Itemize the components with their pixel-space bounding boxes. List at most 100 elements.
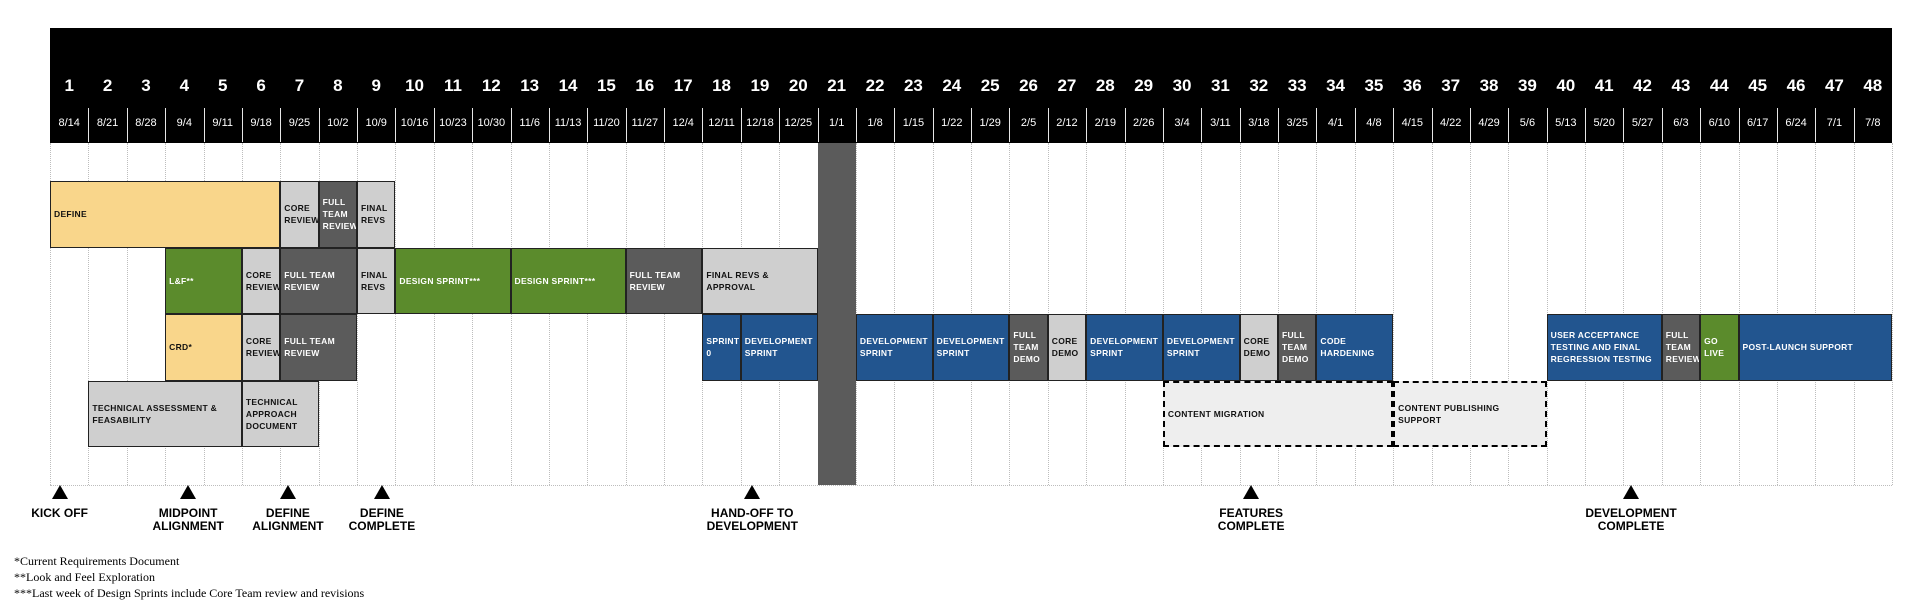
week-number: 9 bbox=[371, 76, 381, 95]
footnote: **Look and Feel Exploration bbox=[14, 570, 155, 584]
task-bar: CORE DEMO bbox=[1239, 314, 1278, 381]
week-number: 12 bbox=[481, 76, 501, 95]
task-label: FULL TEAM REVIEW bbox=[284, 336, 335, 359]
week-date-divider bbox=[1086, 108, 1088, 142]
week-date: 3/18 bbox=[1248, 117, 1270, 129]
week-date: 12/4 bbox=[672, 117, 694, 129]
task-bar: SPRINT 0 bbox=[702, 314, 741, 381]
week-date-divider bbox=[433, 108, 435, 142]
gridline bbox=[1508, 143, 1510, 485]
week-date-divider bbox=[894, 108, 896, 142]
week-number: 39 bbox=[1517, 76, 1537, 95]
week-date: 11/6 bbox=[519, 117, 540, 129]
week-number: 13 bbox=[520, 76, 540, 95]
milestone-label: HAND-OFF TO DEVELOPMENT bbox=[706, 506, 798, 533]
week-number: 45 bbox=[1748, 76, 1768, 95]
task-bar: CORE REVIEW bbox=[241, 314, 281, 381]
milestone-label: MIDPOINT ALIGNMENT bbox=[152, 506, 224, 533]
week-date: 5/27 bbox=[1631, 117, 1654, 129]
week-number: 40 bbox=[1556, 76, 1576, 95]
task-bar: GO LIVE bbox=[1700, 314, 1739, 381]
task-label: CODE HARDENING bbox=[1320, 336, 1375, 359]
week-date: 3/4 bbox=[1174, 117, 1190, 129]
week-number: 23 bbox=[903, 76, 923, 95]
week-number: 10 bbox=[405, 76, 425, 95]
week-date: 1/22 bbox=[941, 117, 963, 129]
task-label: CONTENT PUBLISHING SUPPORT bbox=[1398, 402, 1500, 425]
week-number: 28 bbox=[1095, 76, 1115, 95]
task-bar: L&F** bbox=[165, 247, 242, 314]
week-date-divider bbox=[1661, 108, 1663, 142]
task-label: CORE DEMO bbox=[1051, 336, 1079, 359]
week-date-divider bbox=[1354, 108, 1356, 142]
week-date: 7/8 bbox=[1865, 117, 1881, 129]
task-bar: FULL TEAM DEMO bbox=[1009, 314, 1048, 381]
week-date-divider bbox=[1162, 108, 1164, 142]
task-bar: FINAL REVS & APPROVAL bbox=[702, 247, 818, 314]
week-date: 12/25 bbox=[784, 117, 813, 129]
week-date-divider bbox=[126, 108, 128, 142]
task-bar: CONTENT PUBLISHING SUPPORT bbox=[1393, 380, 1547, 447]
week-date: 5/6 bbox=[1519, 117, 1536, 129]
task-label: CORE DEMO bbox=[1243, 336, 1271, 359]
week-number: 47 bbox=[1824, 76, 1844, 95]
task-label: TECHNICAL APPROACH DOCUMENT bbox=[245, 396, 298, 431]
milestone-triangle-icon bbox=[180, 485, 197, 499]
week-date-divider bbox=[395, 108, 397, 142]
week-number: 14 bbox=[558, 76, 578, 95]
gridline bbox=[1431, 143, 1433, 485]
task-bar: FULL TEAM DEMO bbox=[1278, 314, 1317, 381]
week-date: 11/20 bbox=[593, 117, 620, 129]
task-label: POST-LAUNCH SUPPORT bbox=[1742, 342, 1854, 353]
week-number: 5 bbox=[217, 76, 228, 95]
task-label: FINAL REVS bbox=[361, 269, 388, 292]
task-label: FULL TEAM REVIEW bbox=[629, 269, 681, 292]
task-bar: CRD* bbox=[165, 314, 242, 381]
week-date-divider bbox=[625, 108, 627, 142]
week-number: 11 bbox=[443, 76, 462, 95]
task-label: FULL TEAM DEMO bbox=[1013, 330, 1041, 365]
week-number: 17 bbox=[673, 76, 693, 95]
task-bar: CONTENT MIGRATION bbox=[1162, 380, 1394, 447]
gridline bbox=[548, 143, 550, 485]
task-label: CORE REVIEW bbox=[284, 203, 319, 226]
task-bar: USER ACCEPTANCE TESTING AND FINAL REGRES… bbox=[1546, 314, 1662, 381]
milestone: HAND-OFF TO DEVELOPMENT bbox=[702, 485, 802, 533]
week-date-divider bbox=[548, 108, 550, 142]
week-date: 5/13 bbox=[1555, 117, 1577, 129]
timeline-baseline bbox=[50, 485, 1892, 486]
week-date-divider bbox=[1508, 108, 1510, 142]
week-number: 29 bbox=[1134, 76, 1154, 95]
week-date: 8/28 bbox=[135, 117, 157, 129]
task-label: DESIGN SPRINT*** bbox=[399, 275, 481, 286]
task-label: DEFINE bbox=[54, 209, 87, 220]
footnote: ***Last week of Design Sprints include C… bbox=[14, 586, 365, 600]
week-date: 4/15 bbox=[1401, 117, 1424, 129]
week-date: 9/11 bbox=[212, 117, 233, 129]
week-number: 34 bbox=[1326, 76, 1346, 95]
week-date-divider bbox=[1469, 108, 1471, 142]
week-number: 43 bbox=[1671, 76, 1691, 95]
week-number: 25 bbox=[980, 76, 1000, 95]
week-date-divider bbox=[1738, 108, 1740, 142]
week-number: 18 bbox=[712, 76, 732, 95]
task-bar: FULL TEAM REVIEW bbox=[1661, 314, 1701, 381]
task-label: USER ACCEPTANCE TESTING AND FINAL REGRES… bbox=[1550, 330, 1652, 365]
week-number: 7 bbox=[294, 76, 305, 95]
week-date: 2/19 bbox=[1094, 117, 1117, 129]
week-number: 32 bbox=[1249, 76, 1269, 95]
week-number: 6 bbox=[256, 76, 266, 95]
week-date-divider bbox=[357, 108, 358, 142]
holiday-break-column bbox=[817, 143, 856, 485]
week-number: 33 bbox=[1287, 76, 1307, 95]
week-date: 10/2 bbox=[327, 117, 349, 129]
milestone-triangle-icon bbox=[279, 485, 296, 499]
week-date-divider bbox=[1546, 108, 1548, 142]
task-bar: DEVELOPMENT SPRINT bbox=[1086, 314, 1163, 381]
task-label: DEVELOPMENT SPRINT bbox=[1166, 336, 1235, 359]
week-date: 11/27 bbox=[631, 117, 659, 129]
week-date-divider bbox=[779, 108, 781, 142]
milestone: DEVELOPMENT COMPLETE bbox=[1581, 485, 1681, 533]
week-number: 21 bbox=[827, 76, 847, 95]
gridline bbox=[587, 143, 589, 485]
